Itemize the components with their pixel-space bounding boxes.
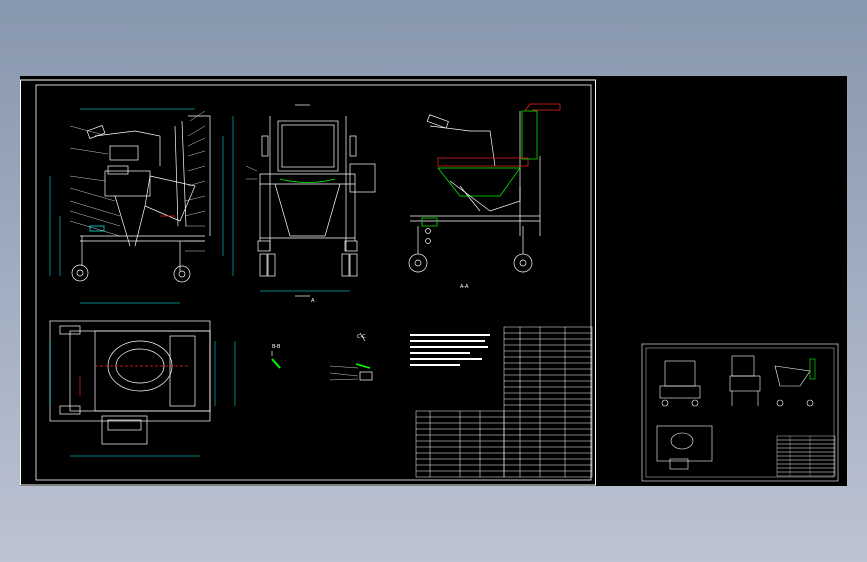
section-label-main: A-A <box>460 284 469 290</box>
section-label-b: B-B <box>272 344 281 350</box>
top-view <box>49 320 236 457</box>
detail-views <box>271 332 373 381</box>
parts-list-table <box>503 326 593 478</box>
layout-viewport <box>641 343 839 482</box>
side-view-left <box>49 108 234 304</box>
technical-notes <box>410 334 490 366</box>
title-block <box>415 410 505 478</box>
cad-drawing: A-A A B-B C-C <box>20 79 839 486</box>
main-sheet-outer-border <box>20 79 596 486</box>
section-label-a: A <box>311 298 315 304</box>
main-sheet-inner-border <box>35 84 592 481</box>
cad-canvas[interactable]: A-A A B-B C-C <box>20 76 847 486</box>
section-label-c: C-C <box>357 334 366 340</box>
section-view-aa <box>408 103 561 273</box>
front-view <box>245 104 376 297</box>
